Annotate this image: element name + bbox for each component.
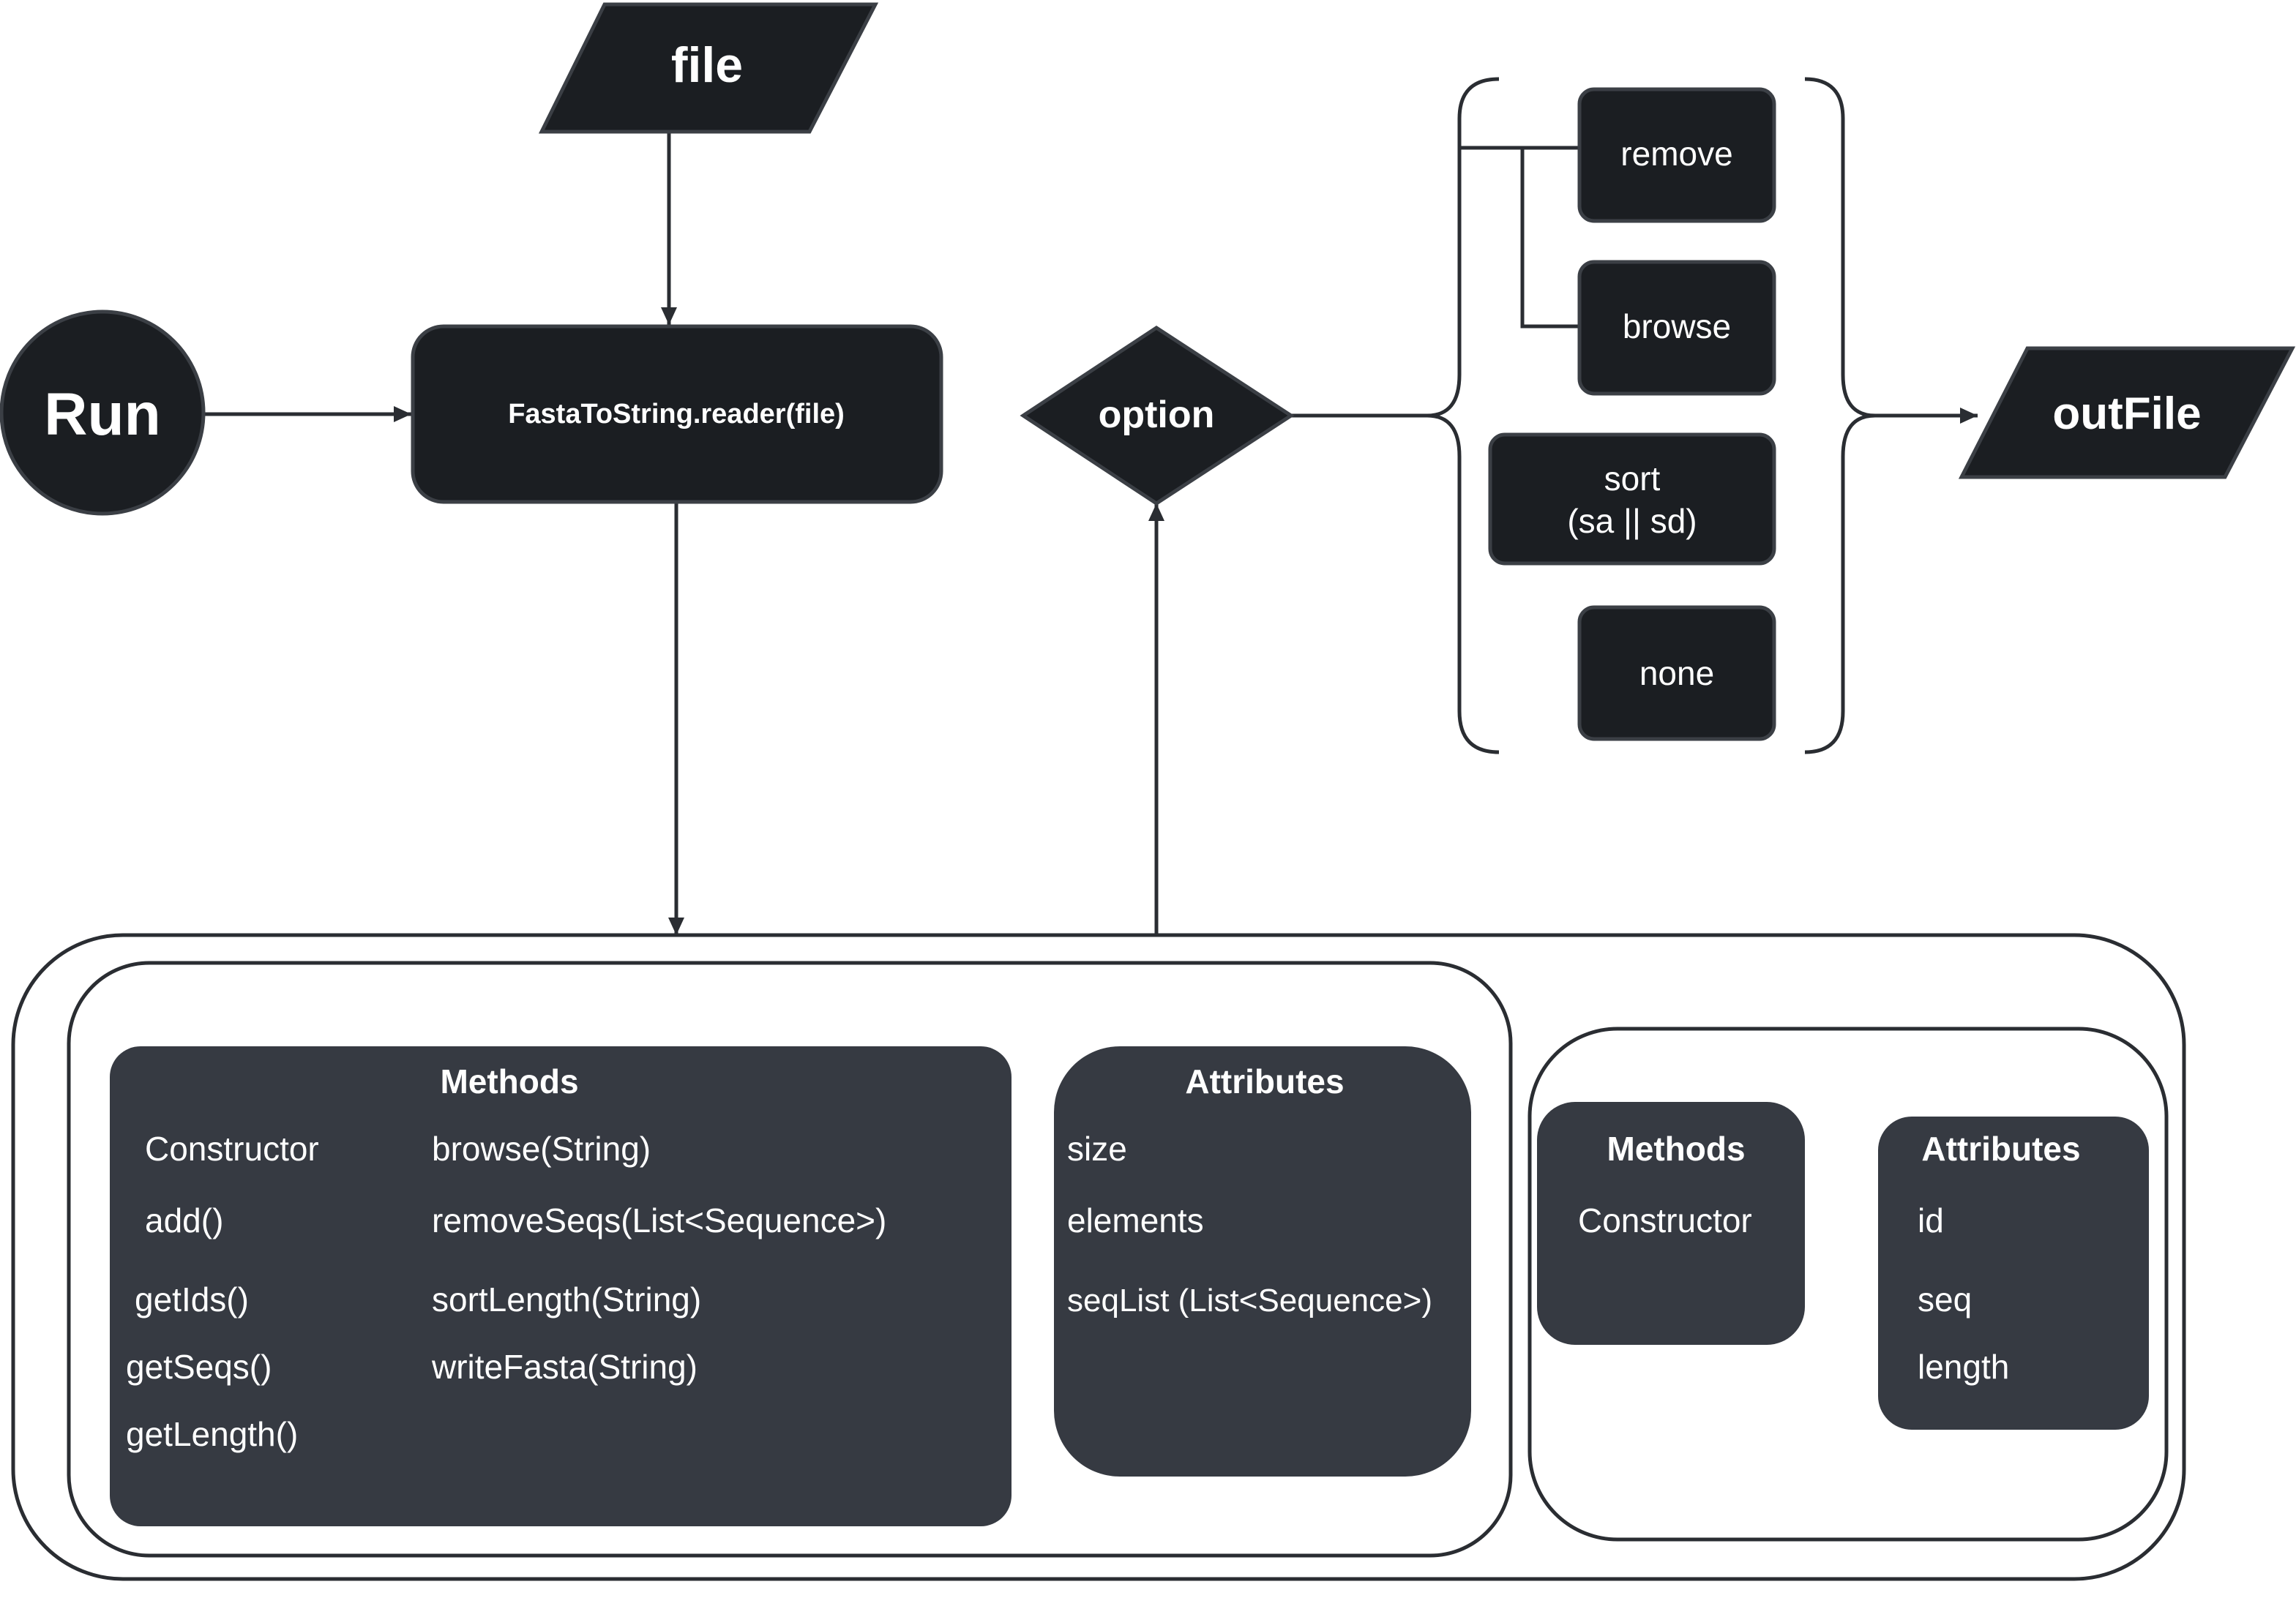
file-input-node: file bbox=[538, 2, 879, 134]
option-none-label: none bbox=[1639, 654, 1714, 692]
option-browse: browse bbox=[1577, 260, 1776, 396]
list-method-item: getIds() bbox=[135, 1280, 249, 1318]
option-remove: remove bbox=[1577, 87, 1776, 223]
list-method-item: Constructor bbox=[145, 1130, 319, 1168]
run-label: Run bbox=[44, 381, 160, 448]
list-method-item: writeFasta(String) bbox=[431, 1348, 698, 1386]
sequence-methods-title: Methods bbox=[1607, 1130, 1745, 1168]
connectors bbox=[205, 130, 1978, 935]
list-attribute-item: size bbox=[1067, 1130, 1127, 1168]
list-methods-panel: Methods Constructor add() getIds() getSe… bbox=[110, 1046, 1011, 1526]
list-method-item: getSeqs() bbox=[126, 1348, 272, 1386]
option-browse-label: browse bbox=[1623, 307, 1731, 345]
classes-container bbox=[11, 933, 2186, 1581]
sequence-attributes-title: Attributes bbox=[1921, 1130, 2080, 1168]
option-remove-label: remove bbox=[1620, 135, 1732, 173]
sequence-class-box bbox=[1527, 1027, 2169, 1542]
list-method-item: removeSeqs(List<Sequence>) bbox=[432, 1201, 886, 1239]
file-label: file bbox=[671, 37, 743, 93]
list-attribute-item: seqList (List<Sequence>) bbox=[1067, 1283, 1432, 1318]
left-curly-bracket bbox=[1426, 77, 1500, 754]
reader-process-node: FastaToString.reader(file) bbox=[411, 324, 943, 504]
option-decision-node: option bbox=[1020, 326, 1295, 506]
reader-label: FastaToString.reader(file) bbox=[508, 399, 845, 429]
sequence-attribute-item: length bbox=[1918, 1348, 2009, 1386]
browse-connector bbox=[1520, 148, 1579, 329]
option-sort-label-line2: (sa || sd) bbox=[1567, 502, 1697, 540]
run-node: Run bbox=[0, 310, 206, 516]
outfile-output-node: outFile bbox=[1958, 346, 2296, 479]
list-attributes-panel: Attributes size elements seqList (List<S… bbox=[1054, 1046, 1471, 1477]
list-class-box bbox=[67, 961, 1513, 1558]
sequence-attribute-item: seq bbox=[1918, 1280, 1972, 1318]
sequence-methods-panel: Methods Constructor bbox=[1537, 1102, 1805, 1345]
list-attributes-title: Attributes bbox=[1185, 1062, 1344, 1100]
sequence-attributes-panel: Attributes id seq length bbox=[1878, 1117, 2149, 1430]
list-attribute-item: elements bbox=[1067, 1201, 1204, 1239]
list-method-item: getLength() bbox=[126, 1415, 298, 1453]
list-method-item: sortLength(String) bbox=[432, 1280, 701, 1318]
list-methods-title: Methods bbox=[440, 1062, 578, 1100]
sequence-attribute-item: id bbox=[1918, 1201, 1944, 1239]
option-sort-label-line1: sort bbox=[1604, 459, 1661, 498]
option-sort: sort (sa || sd) bbox=[1488, 432, 1776, 566]
list-method-item: add() bbox=[145, 1201, 223, 1239]
sequence-method-item: Constructor bbox=[1578, 1201, 1752, 1239]
right-curly-bracket bbox=[1804, 77, 1876, 754]
option-none: none bbox=[1577, 605, 1776, 741]
list-method-item: browse(String) bbox=[432, 1130, 651, 1168]
option-label: option bbox=[1099, 394, 1215, 436]
outfile-label: outFile bbox=[2052, 389, 2201, 439]
